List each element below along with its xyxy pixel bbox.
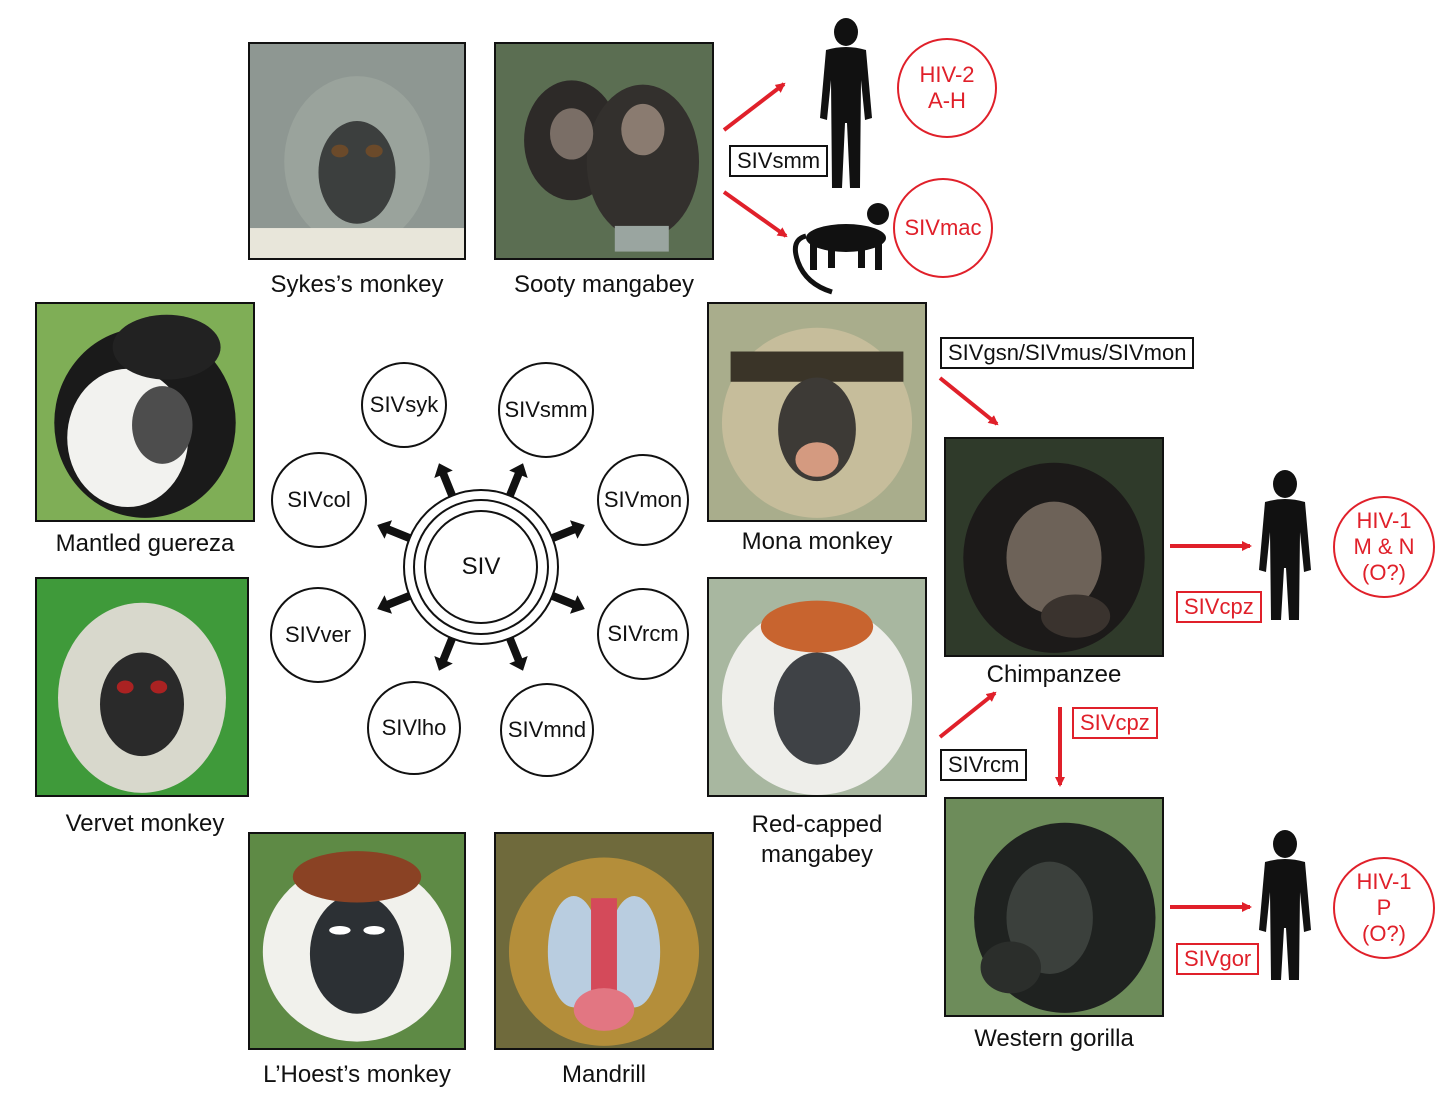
siv-strain-mnd: SIVmnd — [500, 683, 594, 777]
caption-lhoest: L’Hoest’s monkey — [263, 1061, 451, 1088]
siv-center-circle: SIV — [424, 510, 538, 624]
outcome-hiv1-mn-line1: HIV-1 — [1356, 508, 1412, 533]
chimpanzee-photo — [944, 437, 1164, 657]
outcome-hiv1-p-line3: (O?) — [1362, 921, 1406, 946]
arrow-rcm-to-chimp — [938, 691, 997, 739]
label-sivcpz-to-gorilla: SIVcpz — [1072, 707, 1158, 739]
siv-strain-col: SIVcol — [271, 452, 367, 548]
caption-mandrill: Mandrill — [561, 1061, 647, 1088]
human-silhouette-middle — [1259, 470, 1311, 620]
caption-western-gorilla: Western gorilla — [974, 1025, 1134, 1052]
lhoest-monkey-photo — [248, 832, 466, 1050]
siv-strain-syk: SIVsyk — [361, 362, 447, 448]
macaque-silhouette — [792, 203, 889, 295]
label-sivrcm: SIVrcm — [940, 749, 1028, 781]
caption-sooty: Sooty mangabey — [513, 271, 695, 298]
sooty-mangabey-photo — [494, 42, 714, 260]
red-capped-mangabey-photo — [707, 577, 927, 797]
outcome-hiv1-p-line1: HIV-1 — [1356, 869, 1412, 894]
wheel-spoke-arrow-7 — [377, 591, 412, 614]
outcome-hiv1-mn-line3: (O?) — [1362, 560, 1406, 585]
caption-vervet: Vervet monkey — [65, 810, 225, 837]
wheel-spoke-arrow-1 — [434, 463, 457, 498]
caption-mona: Mona monkey — [741, 528, 893, 555]
wheel-spoke-arrow-5 — [505, 636, 528, 671]
label-sivcpz-to-human: SIVcpz — [1176, 591, 1262, 623]
siv-strain-mon: SIVmon — [597, 454, 689, 546]
label-sivgsn-mus-mon: SIVgsn/SIVmus/SIVmon — [940, 337, 1195, 369]
vervet-monkey-photo — [35, 577, 249, 797]
siv-strain-lho: SIVlho — [367, 681, 461, 775]
wheel-spoke-arrow-2 — [505, 463, 528, 498]
arrow-mona-to-chimp — [938, 376, 999, 426]
caption-sykes: Sykes’s monkey — [270, 271, 444, 298]
arrow-smm-to-macaque — [722, 190, 788, 238]
caption-chimpanzee: Chimpanzee — [986, 661, 1122, 688]
outcome-hiv2: HIV-2 A-H — [897, 38, 997, 138]
arrow-smm-to-human — [722, 82, 786, 132]
mona-monkey-photo — [707, 302, 927, 522]
siv-strain-smm: SIVsmm — [498, 362, 594, 458]
outcome-hiv1-p: HIV-1 P (O?) — [1333, 857, 1435, 959]
outcome-sivmac-line1: SIVmac — [904, 215, 982, 240]
sykes-monkey-photo — [248, 42, 466, 260]
wheel-spoke-arrow-8 — [377, 520, 412, 543]
wheel-spoke-arrow-3 — [550, 520, 585, 543]
mandrill-photo — [494, 832, 714, 1050]
wheel-spoke-arrow-6 — [434, 636, 457, 671]
label-sivsmm: SIVsmm — [729, 145, 829, 177]
siv-strain-ver: SIVver — [270, 587, 366, 683]
outcome-hiv1-mn-line2: M & N — [1353, 534, 1415, 559]
caption-red-capped-line2: mangabey — [760, 841, 874, 868]
western-gorilla-photo — [944, 797, 1164, 1017]
mantled-guereza-photo — [35, 302, 255, 522]
outcome-hiv1-p-line2: P — [1376, 895, 1392, 920]
caption-guereza: Mantled guereza — [55, 530, 235, 557]
siv-strain-rcm: SIVrcm — [597, 588, 689, 680]
label-sivgor: SIVgor — [1176, 943, 1260, 975]
outcome-hiv2-line1: HIV-2 — [919, 62, 975, 87]
outcome-hiv1-mn: HIV-1 M & N (O?) — [1333, 496, 1435, 598]
outcome-hiv2-line2: A-H — [928, 88, 966, 113]
human-silhouette-bottom — [1259, 830, 1311, 980]
caption-red-capped-line1: Red-capped — [751, 811, 883, 838]
outcome-sivmac: SIVmac — [893, 178, 993, 278]
wheel-spoke-arrow-4 — [550, 591, 585, 614]
